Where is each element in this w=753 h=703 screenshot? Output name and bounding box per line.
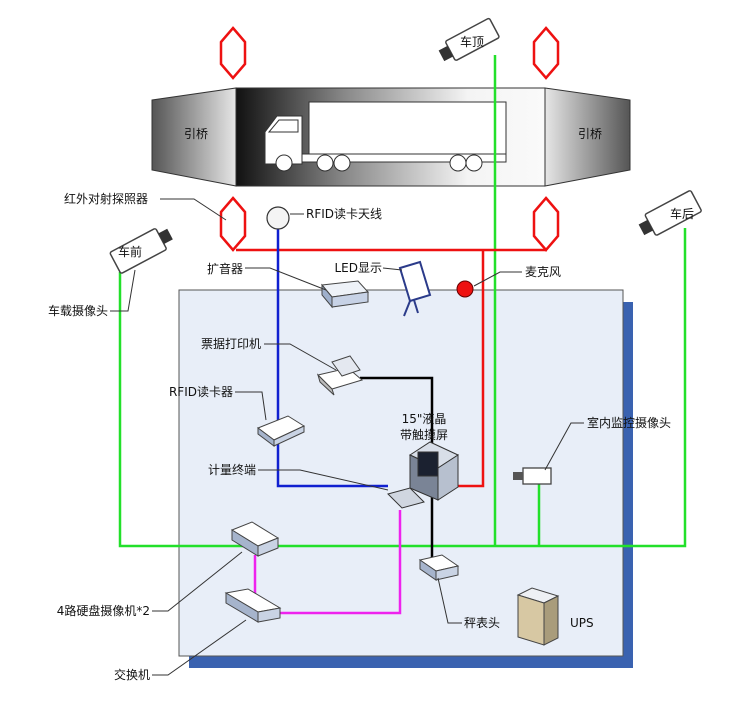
- hexagon-sensor-icon: [219, 26, 247, 80]
- switch-icon: [224, 588, 282, 623]
- bridge-right-label: 引桥: [578, 127, 602, 141]
- camera-rear: 车后: [638, 190, 702, 236]
- camera-icon: [109, 228, 173, 274]
- dvr-label: 4路硬盘摄像机*2: [57, 603, 150, 618]
- cam-front-label: 车前: [118, 244, 142, 259]
- ups-label: UPS: [570, 616, 594, 630]
- camera-icon: [513, 467, 552, 485]
- computer-icon: [408, 441, 460, 501]
- vehicle-camera-label: 车载摄像头: [48, 303, 108, 318]
- scale-head-icon: [418, 554, 460, 581]
- camera-front: 车前: [109, 228, 173, 274]
- antenna-icon: [266, 206, 290, 230]
- scale-head-label: 秤表头: [464, 616, 500, 630]
- hexagon-sensor-icon: [219, 196, 247, 252]
- infrared-label: 红外对射探照器: [64, 191, 148, 206]
- infrared-sensors: [219, 26, 560, 252]
- rfid-amplifier-line: [276, 228, 388, 488]
- camera-roof: 车顶: [438, 17, 500, 62]
- audio-sensor-lines: [236, 248, 547, 488]
- terminal-label: 计量终端: [208, 462, 256, 477]
- camera-icon: [438, 17, 500, 62]
- led-board-icon: [398, 260, 432, 317]
- card-reader-icon: [256, 415, 306, 447]
- microphone-icon: [456, 280, 474, 298]
- cam-roof-label: 车顶: [460, 34, 484, 49]
- rfid-reader-label: RFID读卡器: [169, 385, 233, 399]
- cam-rear-label: 车后: [670, 206, 694, 221]
- camera-icon: [638, 190, 702, 236]
- camera-network-lines: [118, 55, 687, 548]
- hexagon-sensor-icon: [532, 196, 560, 252]
- keyboard-icon: [387, 487, 425, 509]
- ups-icon: [516, 587, 560, 646]
- speaker-icon: [321, 280, 370, 309]
- microphone-label: 麦克风: [525, 265, 561, 279]
- led-display-label: LED显示: [334, 261, 382, 275]
- data-lines: [360, 376, 434, 562]
- receipt-printer-label: 票据打印机: [201, 337, 261, 351]
- lcd-label-line2: 带触摸屏: [400, 428, 448, 442]
- video-lines: [253, 510, 402, 615]
- truck-icon: [264, 101, 507, 172]
- callout-lines: [110, 198, 584, 676]
- lcd-label-line1: 15"液晶: [402, 411, 447, 426]
- printer-icon: [316, 355, 364, 396]
- bridge-ramp-right: [544, 87, 631, 187]
- dvr-icon: [230, 521, 280, 557]
- switch-label: 交换机: [114, 667, 150, 682]
- indoor-camera-label: 室内监控摄像头: [587, 415, 671, 430]
- amplifier-label: 扩音器: [207, 261, 243, 276]
- weighbridge: 引桥 引桥: [151, 87, 631, 187]
- hexagon-sensor-icon: [532, 26, 560, 80]
- bridge-left-label: 引桥: [184, 127, 208, 141]
- rfid-antenna-label: RFID读卡天线: [306, 207, 382, 221]
